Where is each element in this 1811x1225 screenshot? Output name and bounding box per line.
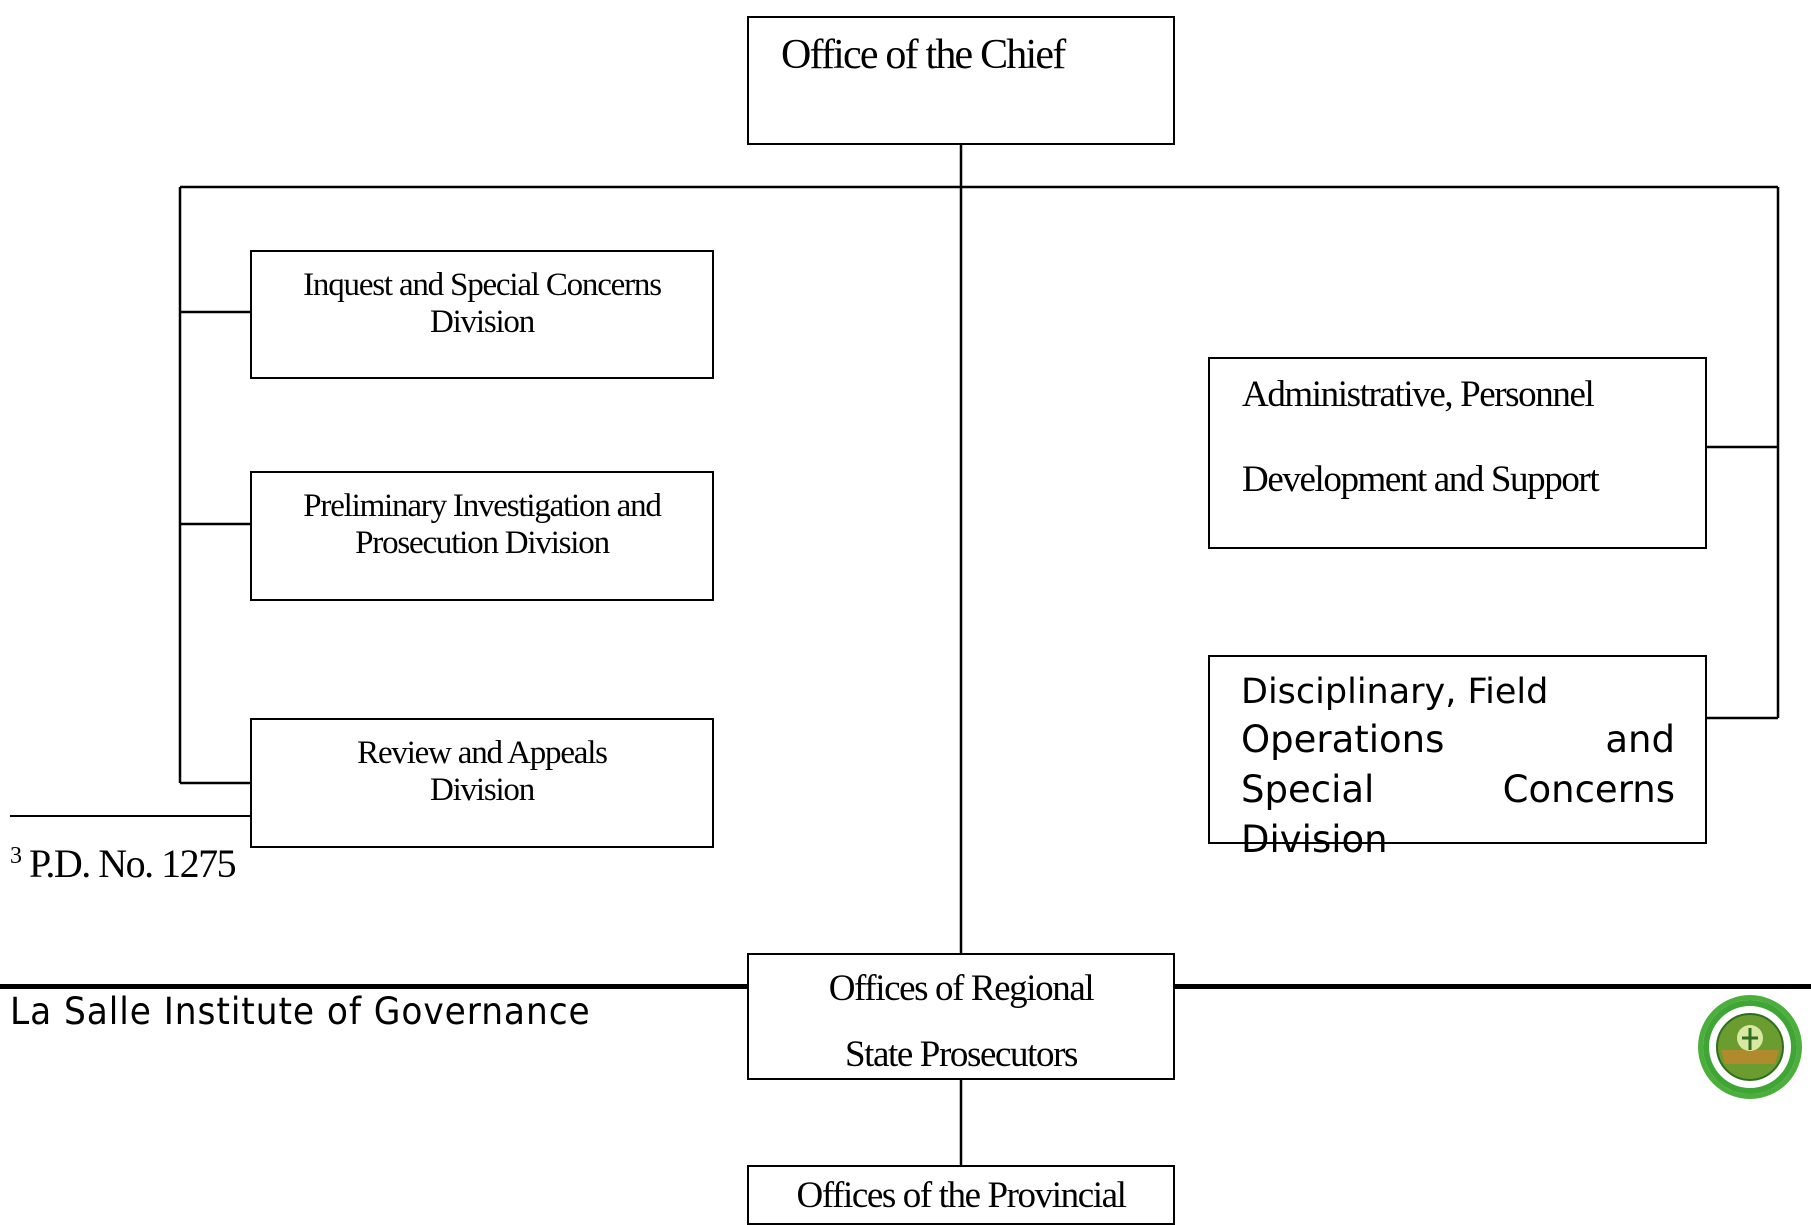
disciplinary-line4: Division [1241,818,1388,861]
provincial-offices-box: Offices of the Provincial [747,1165,1175,1225]
institute-seal-icon [1698,995,1802,1099]
footnote-rule [10,815,252,817]
disciplinary-division-box [1208,655,1707,844]
chief-label: Office of the Chief [781,32,1066,78]
review-line1: Review and Appeals [357,735,608,771]
disciplinary-line3a: Special [1241,768,1375,811]
footer-institute-name: La Salle Institute of Governance [10,990,591,1033]
preliminary-line1: Preliminary Investigation and [303,488,662,524]
provincial-label: Offices of the Provincial [796,1175,1126,1216]
disciplinary-line2a: Operations [1241,718,1445,761]
review-division-box: Review and Appeals Division [250,718,714,848]
regional-offices-box: Offices of Regional State Prosecutors [747,953,1175,1080]
connector-lines [178,145,1780,1170]
footnote-text: P.D. No. 1275 [29,841,237,886]
footnote: 3 P.D. No. 1275 [10,834,237,886]
preliminary-division-box: Preliminary Investigation and Prosecutio… [250,471,714,601]
disciplinary-text: Disciplinary, Field Operations and Speci… [1241,670,1675,865]
inquest-line1: Inquest and Special Concerns [303,267,662,303]
regional-line2: State Prosecutors [844,1034,1078,1075]
disciplinary-line1: Disciplinary, Field [1241,672,1549,712]
admin-line1: Administrative, Personnel [1242,374,1595,415]
chief-box: Office of the Chief [747,16,1175,145]
preliminary-line2: Prosecution Division [355,525,610,561]
disciplinary-line2b: and [1605,718,1675,761]
admin-division-box: Administrative, Personnel Development an… [1208,357,1707,549]
inquest-line2: Division [429,304,535,340]
review-line2: Division [429,772,535,808]
regional-line1: Offices of Regional [828,968,1095,1009]
disciplinary-line3b: Concerns [1502,768,1675,811]
inquest-division-box: Inquest and Special Concerns Division [250,250,714,379]
footnote-marker: 3 [10,843,22,869]
admin-line2: Development and Support [1242,459,1600,500]
